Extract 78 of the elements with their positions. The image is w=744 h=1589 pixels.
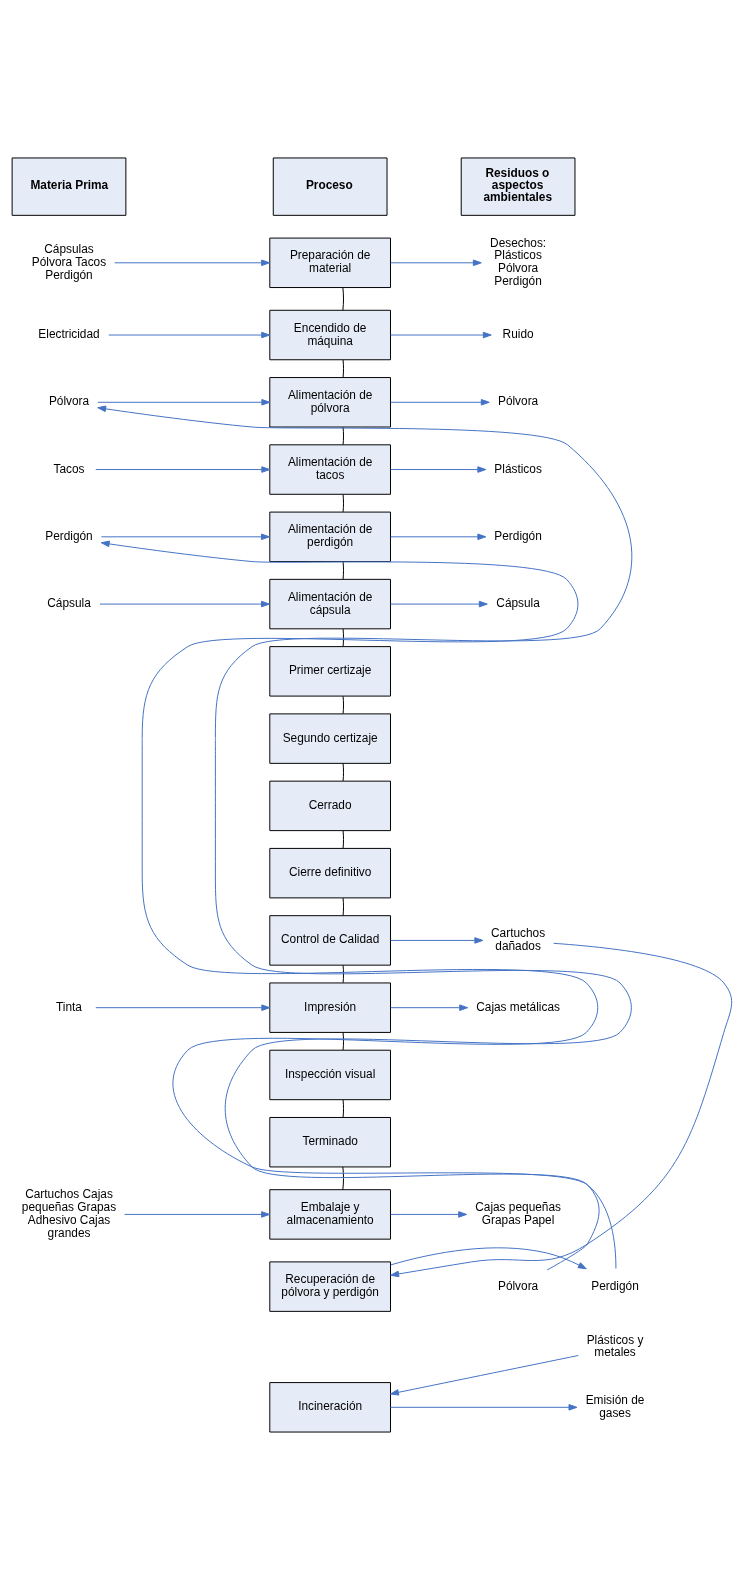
arrow: [95, 1003, 271, 1011]
arrow: [390, 533, 487, 540]
connector: [342, 1098, 344, 1118]
arrow: [124, 1210, 271, 1218]
node-text: Cartuchos Cajas pequeñas Grapas Adhesivo Cajas grandes: [21, 1186, 117, 1240]
node-box: Incineración: [269, 1381, 391, 1433]
arrow: [100, 533, 270, 540]
node-text: Emisión de gases: [585, 1392, 645, 1420]
arrow: [390, 942, 733, 1277]
connector: [342, 426, 344, 445]
node-text: Electricidad: [38, 326, 100, 341]
node-text: Cápsula: [47, 595, 91, 610]
arrow: [97, 398, 271, 406]
arrow: [390, 1246, 587, 1269]
node-text: Cartuchos dañados: [491, 925, 546, 953]
node-box: Residuos o aspectos ambientales: [460, 156, 576, 216]
arrow: [114, 259, 271, 266]
node-text: Desechos: Plásticos Pólvora Perdigón: [490, 235, 547, 288]
node-box: Inspección visual: [269, 1049, 391, 1100]
node-box: Alimentación de perdigón: [269, 511, 391, 562]
node-box: Primer certizaje: [269, 645, 391, 697]
arrow: [390, 398, 490, 406]
arrow: [99, 600, 270, 607]
node-text: Ruido: [502, 326, 534, 341]
arrow: [390, 465, 487, 473]
connector: [342, 286, 344, 311]
node-text: Plásticos: [494, 461, 542, 476]
arrow: [390, 1210, 468, 1218]
node-box: Alimentación de pólvora: [269, 376, 391, 427]
arrow: [100, 540, 617, 1269]
arrow: [390, 331, 492, 338]
node-text: Cajas pequeñas Grapas Papel: [475, 1199, 561, 1227]
node-text: Tinta: [56, 999, 82, 1014]
node-text: Plásticos y metales: [586, 1332, 644, 1359]
node-text: Cápsulas Pólvora Tacos Perdigón: [31, 241, 107, 282]
connector: [342, 1031, 344, 1050]
node-box: Encendido de máquina: [269, 309, 391, 360]
node-text: Pólvora: [48, 393, 90, 408]
arrow: [390, 1003, 469, 1011]
arrow: [390, 600, 488, 607]
connector: [342, 964, 344, 983]
node-text: Perdigón: [591, 1278, 639, 1293]
node-box: Materia Prima: [11, 156, 127, 216]
node-box: Recuperación de pólvora y perdigón: [269, 1260, 391, 1312]
node-text: Tacos: [53, 461, 85, 476]
node-box: Alimentación de tacos: [269, 443, 391, 495]
node-text: Perdigón: [45, 528, 93, 543]
node-box: Preparación de material: [269, 237, 391, 288]
node-box: Cerrado: [269, 780, 391, 831]
arrow: [390, 936, 484, 944]
node-box: Control de Calidad: [269, 914, 391, 966]
arrow: [108, 331, 271, 338]
connector: [342, 493, 344, 512]
connector: [342, 897, 344, 916]
node-text: Cápsula: [496, 595, 540, 610]
node-box: Terminado: [269, 1116, 391, 1167]
connector: [342, 560, 344, 580]
node-text: Pólvora: [497, 1278, 539, 1293]
node-box: Alimentación de cápsula: [269, 578, 391, 629]
connector: [342, 628, 344, 647]
arrow: [95, 465, 271, 473]
arrow: [390, 1354, 579, 1396]
connector: [342, 695, 344, 714]
connector: [342, 358, 344, 378]
node-text: Cajas metálicas: [476, 999, 560, 1014]
node-text: Perdigón: [494, 528, 542, 543]
node-box: Segundo certizaje: [269, 712, 391, 764]
connector: [342, 762, 344, 781]
arrow: [390, 259, 482, 266]
node-text: Pólvora: [497, 393, 539, 408]
arrow: [390, 1403, 578, 1411]
node-box: Proceso: [272, 156, 388, 216]
node-box: Embalaje y almacenamiento: [269, 1188, 391, 1240]
connector: [342, 829, 344, 849]
node-box: Cierre definitivo: [269, 847, 391, 898]
arrow: [97, 405, 633, 1270]
node-box: Impresión: [269, 981, 391, 1033]
connector: [342, 1166, 344, 1190]
